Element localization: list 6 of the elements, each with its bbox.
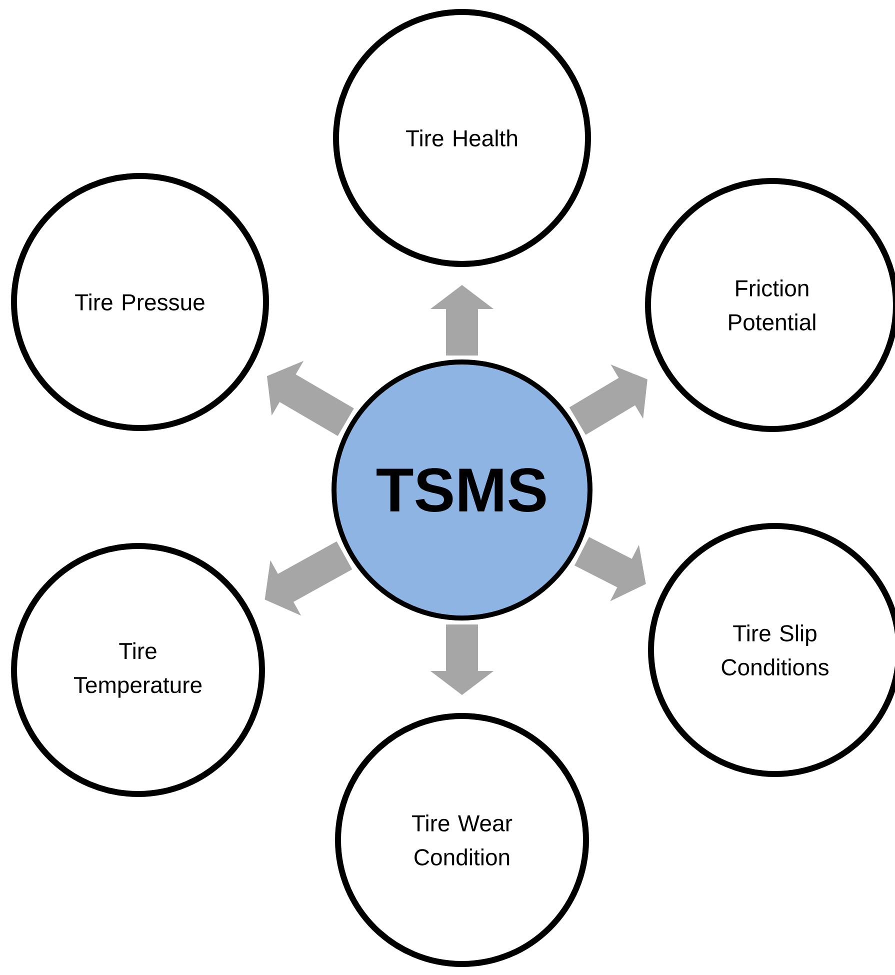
circle-node: Tire Temperature bbox=[11, 543, 265, 797]
circle-node: Tire Wear Condition bbox=[335, 713, 589, 967]
circle-node: Tire Health bbox=[333, 9, 591, 267]
block-arrow bbox=[569, 364, 648, 435]
circle-node: TSMS bbox=[332, 360, 592, 620]
circle-node: Tire Pressue bbox=[11, 173, 269, 431]
